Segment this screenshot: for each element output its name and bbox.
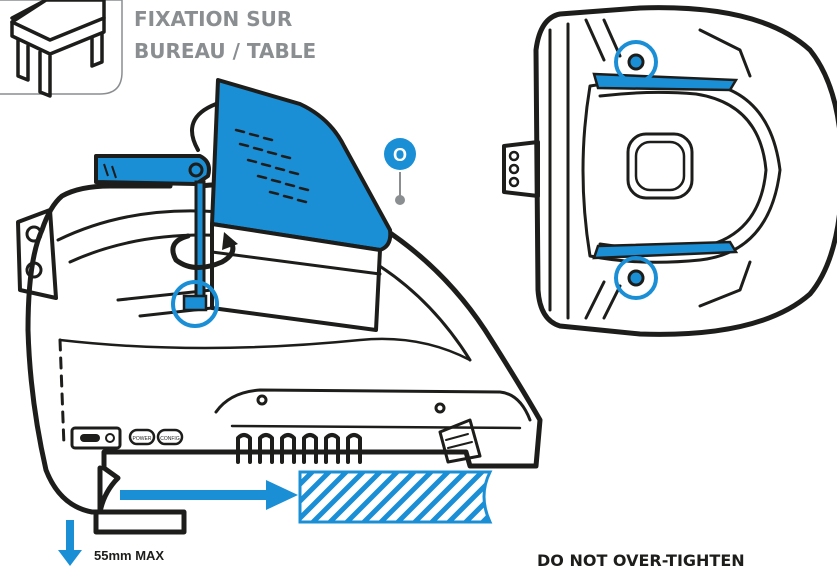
- wheel-module: [116, 78, 393, 332]
- port-panel: POWER CONFIG: [70, 426, 184, 450]
- depth-label: 55mm MAX: [94, 548, 164, 563]
- config-port-label: CONFIG: [160, 436, 180, 442]
- power-port-label: POWER: [133, 436, 152, 442]
- nut-highlight: [171, 280, 219, 328]
- top-view: [502, 5, 837, 337]
- module-lower-face: [210, 222, 382, 332]
- push-arrow-icon: [120, 480, 298, 510]
- table-icon-box: [0, 0, 123, 98]
- table-icon: [10, 0, 106, 98]
- base-body-top: [533, 5, 837, 337]
- rotation-arrow-icon: [170, 233, 236, 270]
- down-arrow-icon: [58, 520, 82, 566]
- screw-highlight-top: [614, 40, 658, 84]
- vent-slots: [236, 433, 362, 464]
- blue-module-top: [210, 78, 393, 252]
- clamp-screw: [94, 154, 238, 328]
- screw-highlight-bottom: [614, 256, 658, 300]
- callout-badge-label: O: [393, 145, 407, 165]
- title-line-1: FIXATION SUR: [134, 7, 292, 31]
- title-line-2: BUREAU / TABLE: [134, 39, 316, 63]
- over-tighten-warning: DO NOT OVER-TIGHTEN: [537, 551, 745, 566]
- desk-edge: [298, 470, 493, 524]
- side-view: POWER CONFIG: [16, 163, 543, 515]
- callout-badge: O: [384, 138, 416, 205]
- bottom-clamp: [58, 465, 187, 566]
